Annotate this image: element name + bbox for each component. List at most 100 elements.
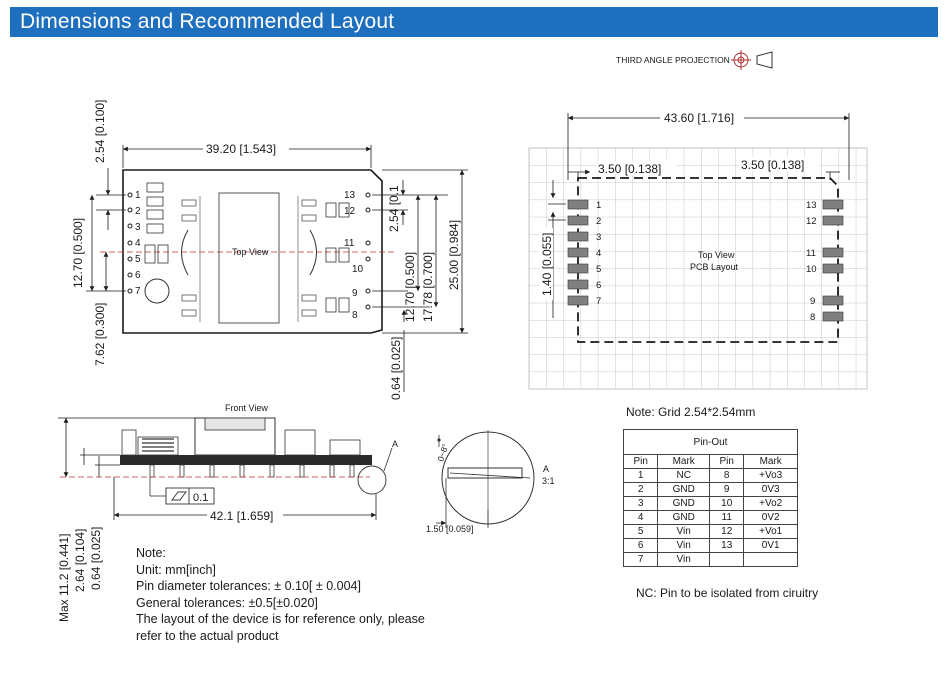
pin-label-5: 5 — [135, 254, 141, 265]
pinout-caption: Pin-Out — [623, 429, 798, 455]
pcb-pin-8: 8 — [810, 312, 815, 323]
pin-label-13: 13 — [344, 190, 356, 201]
table-cell: 3 — [622, 496, 659, 511]
pin-label-8: 8 — [352, 310, 358, 321]
table-cell: 12 — [709, 524, 745, 539]
grid-note: Note: Grid 2.54*2.54mm — [626, 405, 756, 419]
dim-width: 39.20 [1.543] — [206, 142, 276, 156]
dim-right-span-1: 12.70 [0.500] — [403, 252, 417, 322]
projection-label: THIRD ANGLE PROJECTION — [616, 55, 730, 65]
pin-label-7: 7 — [135, 286, 141, 297]
pin-label-1: 1 — [135, 190, 141, 201]
front-dim-standoff: 2.64 [0.104] — [73, 529, 87, 592]
header-banner: Dimensions and Recommended Layout — [10, 7, 938, 37]
transformer — [218, 192, 280, 324]
projection-cone-icon — [756, 51, 773, 69]
table-cell: 6 — [622, 538, 659, 553]
table-cell: Vin — [657, 552, 711, 567]
page-title: Dimensions and Recommended Layout — [20, 10, 395, 33]
pcb-pin-3: 3 — [596, 232, 601, 243]
projection-symbol: THIRD ANGLE PROJECTION — [616, 50, 773, 70]
projection-icon — [731, 50, 751, 70]
pin-label-9: 9 — [352, 288, 358, 299]
nc-note: NC: Pin to be isolated from ciruitry — [636, 586, 819, 600]
front-dim-max-height: Max 11.2 [0.441] — [57, 534, 71, 623]
table-cell: 1 — [622, 468, 659, 483]
table-cell: Vin — [657, 538, 711, 553]
detail-scale: 3:1 — [542, 476, 555, 486]
pcb-pin-10: 10 — [806, 264, 817, 275]
table-cell: 10 — [709, 496, 745, 511]
front-view-label: Front View — [225, 403, 268, 413]
table-cell: GND — [657, 496, 711, 511]
pin-label-12: 12 — [344, 206, 356, 217]
front-callout-label: A — [392, 439, 398, 449]
pcb-label-bottom: PCB Layout — [690, 262, 739, 272]
pcb-pin-5: 5 — [596, 264, 601, 275]
table-cell: 8 — [709, 468, 745, 483]
pcb-pin-12: 12 — [806, 216, 817, 227]
pcb-pads-left — [567, 199, 589, 306]
pcb-pin-9: 9 — [810, 296, 815, 307]
pcb-dim-left: 3.50 [0.138] — [598, 162, 661, 176]
front-board — [120, 455, 372, 465]
pcb-label-top: Top View — [698, 250, 735, 260]
pin-label-3: 3 — [135, 222, 141, 233]
front-dim-pin: 0.64 [0.025] — [89, 527, 103, 590]
front-dim-length: 42.1 [1.659] — [210, 509, 273, 523]
table-cell: 0V1 — [743, 538, 798, 553]
pin-label-10: 10 — [352, 264, 364, 275]
front-callout-circle — [357, 465, 387, 495]
pcb-pin-4: 4 — [596, 248, 601, 259]
detail-a: A 3:1 0~8° 1.50 [0.059] — [426, 430, 555, 534]
table-cell: 13 — [709, 538, 745, 553]
table-cell: GND — [657, 482, 711, 497]
note-line: General tolerances: ±0.5[±0.020] — [136, 595, 318, 610]
pinout-header-mark: Mark — [657, 454, 711, 469]
table-cell: 0V3 — [743, 482, 798, 497]
pcb-pin-11: 11 — [806, 248, 816, 259]
dim-left-offset: 7.62 [0.300] — [93, 303, 107, 366]
dim-left-span: 12.70 [0.500] — [71, 218, 85, 288]
flatness-icon — [171, 491, 187, 501]
dim-pitch-left: 2.54 [0.100] — [93, 100, 107, 163]
note-line: Unit: mm[inch] — [136, 562, 216, 577]
pcb-pads-right — [822, 199, 844, 322]
pin-label-11: 11 — [344, 238, 355, 249]
front-view: Front View A 0.1 — [57, 403, 398, 622]
capacitor — [144, 278, 170, 304]
table-cell: 2 — [622, 482, 659, 497]
table-cell: +Vo1 — [743, 524, 798, 539]
detail-label: A — [543, 464, 549, 474]
note-line: Pin diameter tolerances: ± 0.10[ ± 0.004… — [136, 579, 361, 593]
pcb-dim-right: 3.50 [0.138] — [741, 158, 804, 172]
table-cell — [709, 552, 745, 567]
dim-height: 25.00 [0.984] — [447, 220, 461, 290]
table-cell: Vin — [657, 524, 711, 539]
table-cell: 7 — [622, 552, 659, 567]
right-pin-marks — [365, 192, 371, 310]
left-pin-marks — [127, 192, 133, 294]
detail-angle: 0~8° — [435, 443, 450, 463]
pcb-pin-1: 1 — [596, 200, 601, 211]
pcb-dim-total: 43.60 [1.716] — [664, 111, 734, 125]
pcb-layout-view: 43.60 [1.716] 3.50 [0.138] 3.50 [0.138] … — [528, 110, 868, 390]
pcb-pin-6: 6 — [596, 280, 601, 291]
table-cell: +Vo2 — [743, 496, 798, 511]
dim-pin-dia: 0.64 [0.025] — [389, 337, 403, 400]
note-line: The layout of the device is for referenc… — [136, 612, 425, 626]
table-cell: 0V2 — [743, 510, 798, 525]
pin-label-4: 4 — [135, 238, 141, 249]
module-outline — [122, 169, 383, 334]
table-cell: +Vo3 — [743, 468, 798, 483]
flatness-value: 0.1 — [193, 492, 208, 504]
note-line: refer to the actual product — [136, 628, 279, 643]
pcb-pin-7: 7 — [596, 296, 601, 307]
